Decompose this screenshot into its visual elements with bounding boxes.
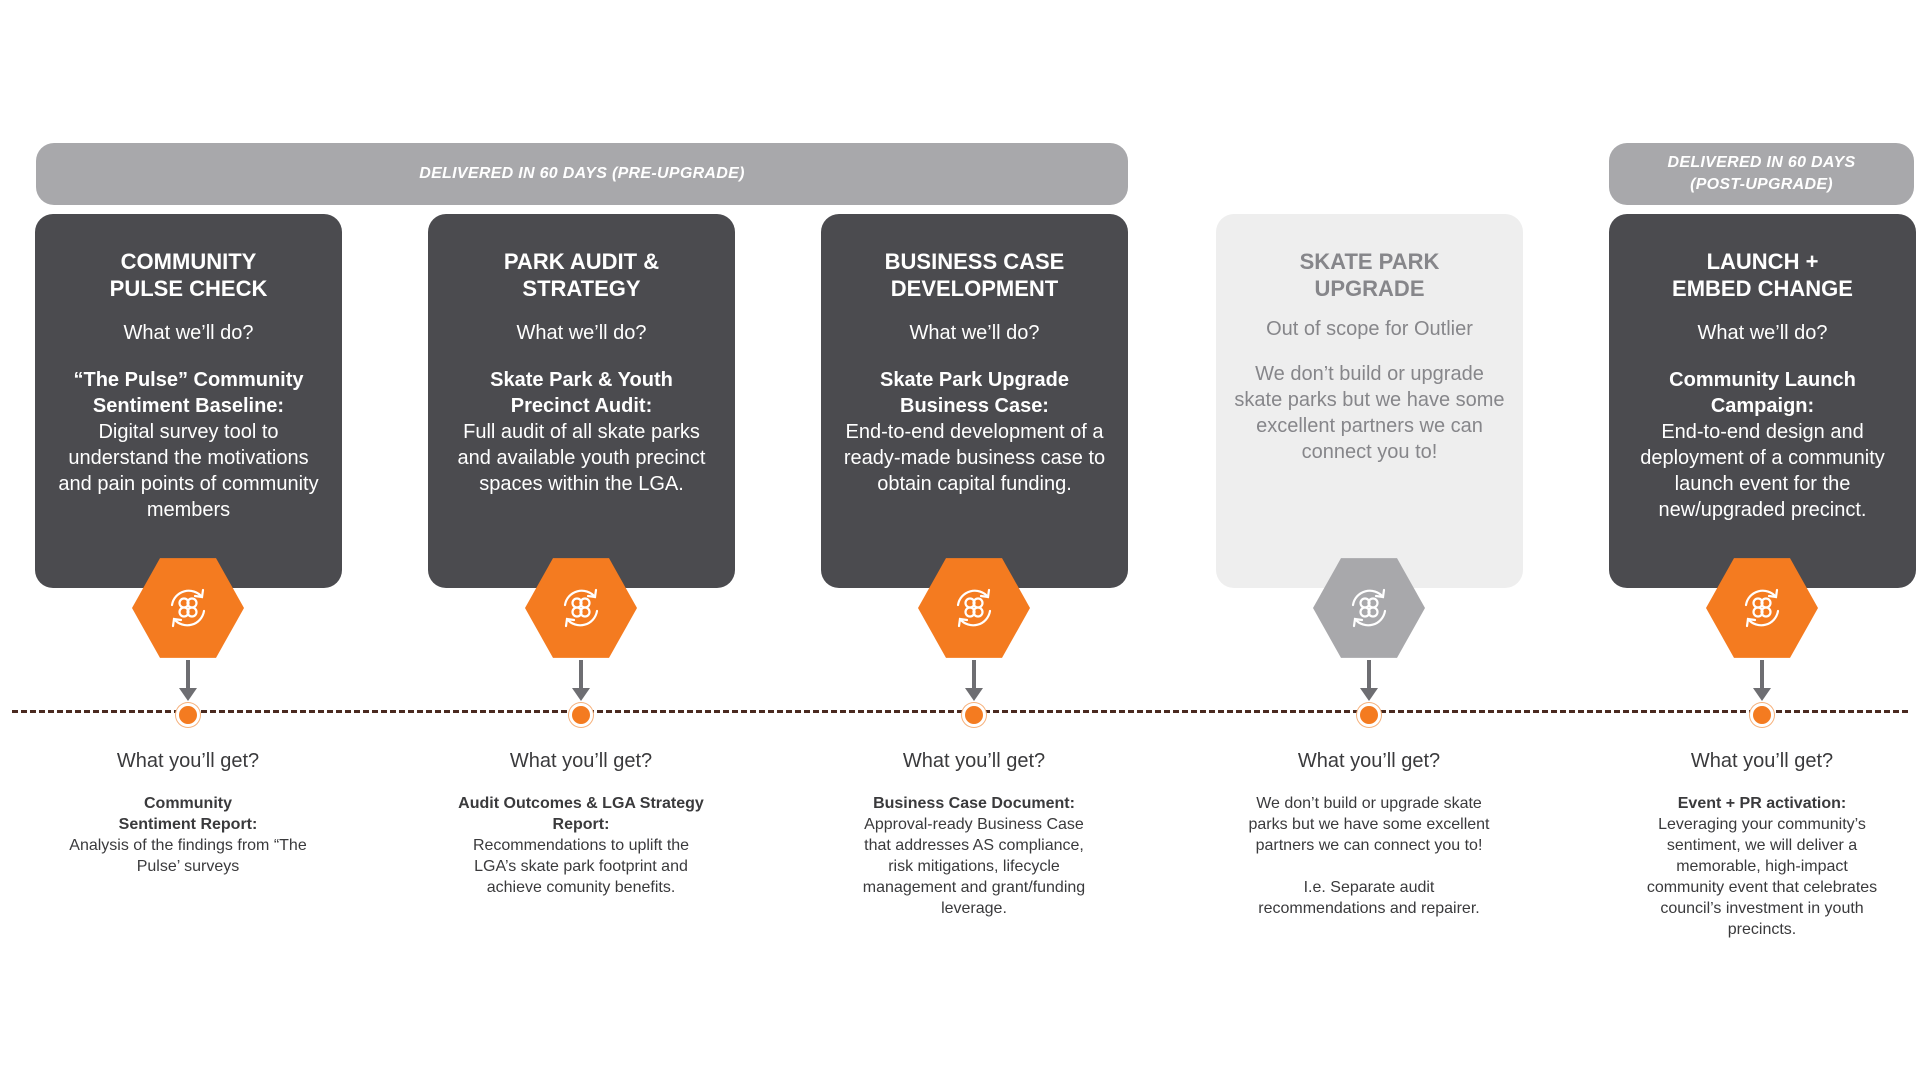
timeline-dot [1750,703,1774,727]
timeline-line [12,710,1908,713]
deliverable-business-case-development: What you’ll get? Business Case Document:… [829,750,1119,919]
stage-question: Out of scope for Outlier [1266,318,1473,340]
deliverable-title: Event + PR activation: [1677,795,1847,812]
deliverable-park-audit-strategy: What you’ll get? Audit Outcomes & LGA St… [436,750,726,898]
stage-body: End-to-end design and deployment of a co… [1640,421,1885,521]
down-arrow-icon [572,660,590,701]
stage-title: SKATE PARK UPGRADE [1299,249,1440,301]
deliverable-body: Leveraging your community’s sentiment, w… [1646,816,1878,938]
stage-body: We don’t build or upgrade skate parks bu… [1234,363,1505,463]
deliverable-question: What you’ll get? [902,750,1046,772]
stage-title: COMMUNITY PULSE CHECK [109,249,268,301]
stage-card-launch-embed-change: LAUNCH + EMBED CHANGE What we’ll do? Com… [1609,214,1916,588]
down-arrow-icon [1753,660,1771,701]
stage-subtitle: Skate Park & Youth Precinct Audit: [490,369,673,417]
stage-body: End-to-end development of a ready-made b… [843,421,1106,495]
deliverable-body: We don’t build or upgrade skate parks bu… [1248,795,1490,917]
deliverable-body: Analysis of the findings from “The Pulse… [69,837,307,875]
down-arrow-icon [965,660,983,701]
deliverable-question: What you’ll get? [509,750,653,772]
timeline-dot [176,703,200,727]
deliverable-body: Recommendations to uplift the LGA’s skat… [472,837,690,896]
stage-card-business-case-development: BUSINESS CASE DEVELOPMENT What we’ll do?… [821,214,1128,588]
post-upgrade-banner-line1: DELIVERED IN 60 DAYS [1667,154,1856,171]
stage-subtitle: Skate Park Upgrade Business Case: [880,369,1069,417]
stage-title: LAUNCH + EMBED CHANGE [1672,249,1853,301]
stage-question: What we’ll do? [123,322,254,344]
timeline-dot [569,703,593,727]
stage-card-skate-park-upgrade: SKATE PARK UPGRADE Out of scope for Outl… [1216,214,1523,588]
refresh-cycle-icon [525,558,637,658]
deliverable-title: Business Case Document: [873,795,1075,812]
refresh-cycle-icon [918,558,1030,658]
stage-title: BUSINESS CASE DEVELOPMENT [884,249,1065,301]
deliverable-title: Community Sentiment Report: [118,795,258,833]
stage-subtitle: “The Pulse” Community Sentiment Baseline… [73,369,304,417]
timeline-dot [962,703,986,727]
stage-subtitle: Community Launch Campaign: [1669,369,1856,417]
deliverable-question: What you’ll get? [1690,750,1834,772]
down-arrow-icon [179,660,197,701]
stage-body: Full audit of all skate parks and availa… [457,421,706,495]
stage-question: What we’ll do? [516,322,647,344]
timeline-dot [1357,703,1381,727]
post-upgrade-banner: DELIVERED IN 60 DAYS (POST-UPGRADE) [1609,143,1914,205]
stage-question: What we’ll do? [1697,322,1828,344]
stage-card-park-audit-strategy: PARK AUDIT & STRATEGY What we’ll do? Ska… [428,214,735,588]
pre-upgrade-banner: DELIVERED IN 60 DAYS (PRE-UPGRADE) [36,143,1128,205]
deliverable-community-pulse-check: What you’ll get? Community Sentiment Rep… [43,750,333,877]
deliverable-body: Approval-ready Business Case that addres… [862,816,1086,917]
stage-title: PARK AUDIT & STRATEGY [503,249,660,301]
down-arrow-icon [1360,660,1378,701]
stage-body: Digital survey tool to understand the mo… [58,421,319,521]
deliverable-launch-embed-change: What you’ll get? Event + PR activation: … [1617,750,1907,940]
stage-card-community-pulse-check: COMMUNITY PULSE CHECK What we’ll do? “Th… [35,214,342,588]
post-upgrade-banner-line2: (POST-UPGRADE) [1690,176,1833,193]
deliverable-question: What you’ll get? [1297,750,1441,772]
pre-upgrade-banner-label: DELIVERED IN 60 DAYS (PRE-UPGRADE) [419,165,745,182]
deliverable-skate-park-upgrade: What you’ll get? We don’t build or upgra… [1224,750,1514,919]
deliverable-question: What you’ll get? [116,750,260,772]
stage-question: What we’ll do? [909,322,1040,344]
deliverable-title: Audit Outcomes & LGA Strategy Report: [458,795,704,833]
